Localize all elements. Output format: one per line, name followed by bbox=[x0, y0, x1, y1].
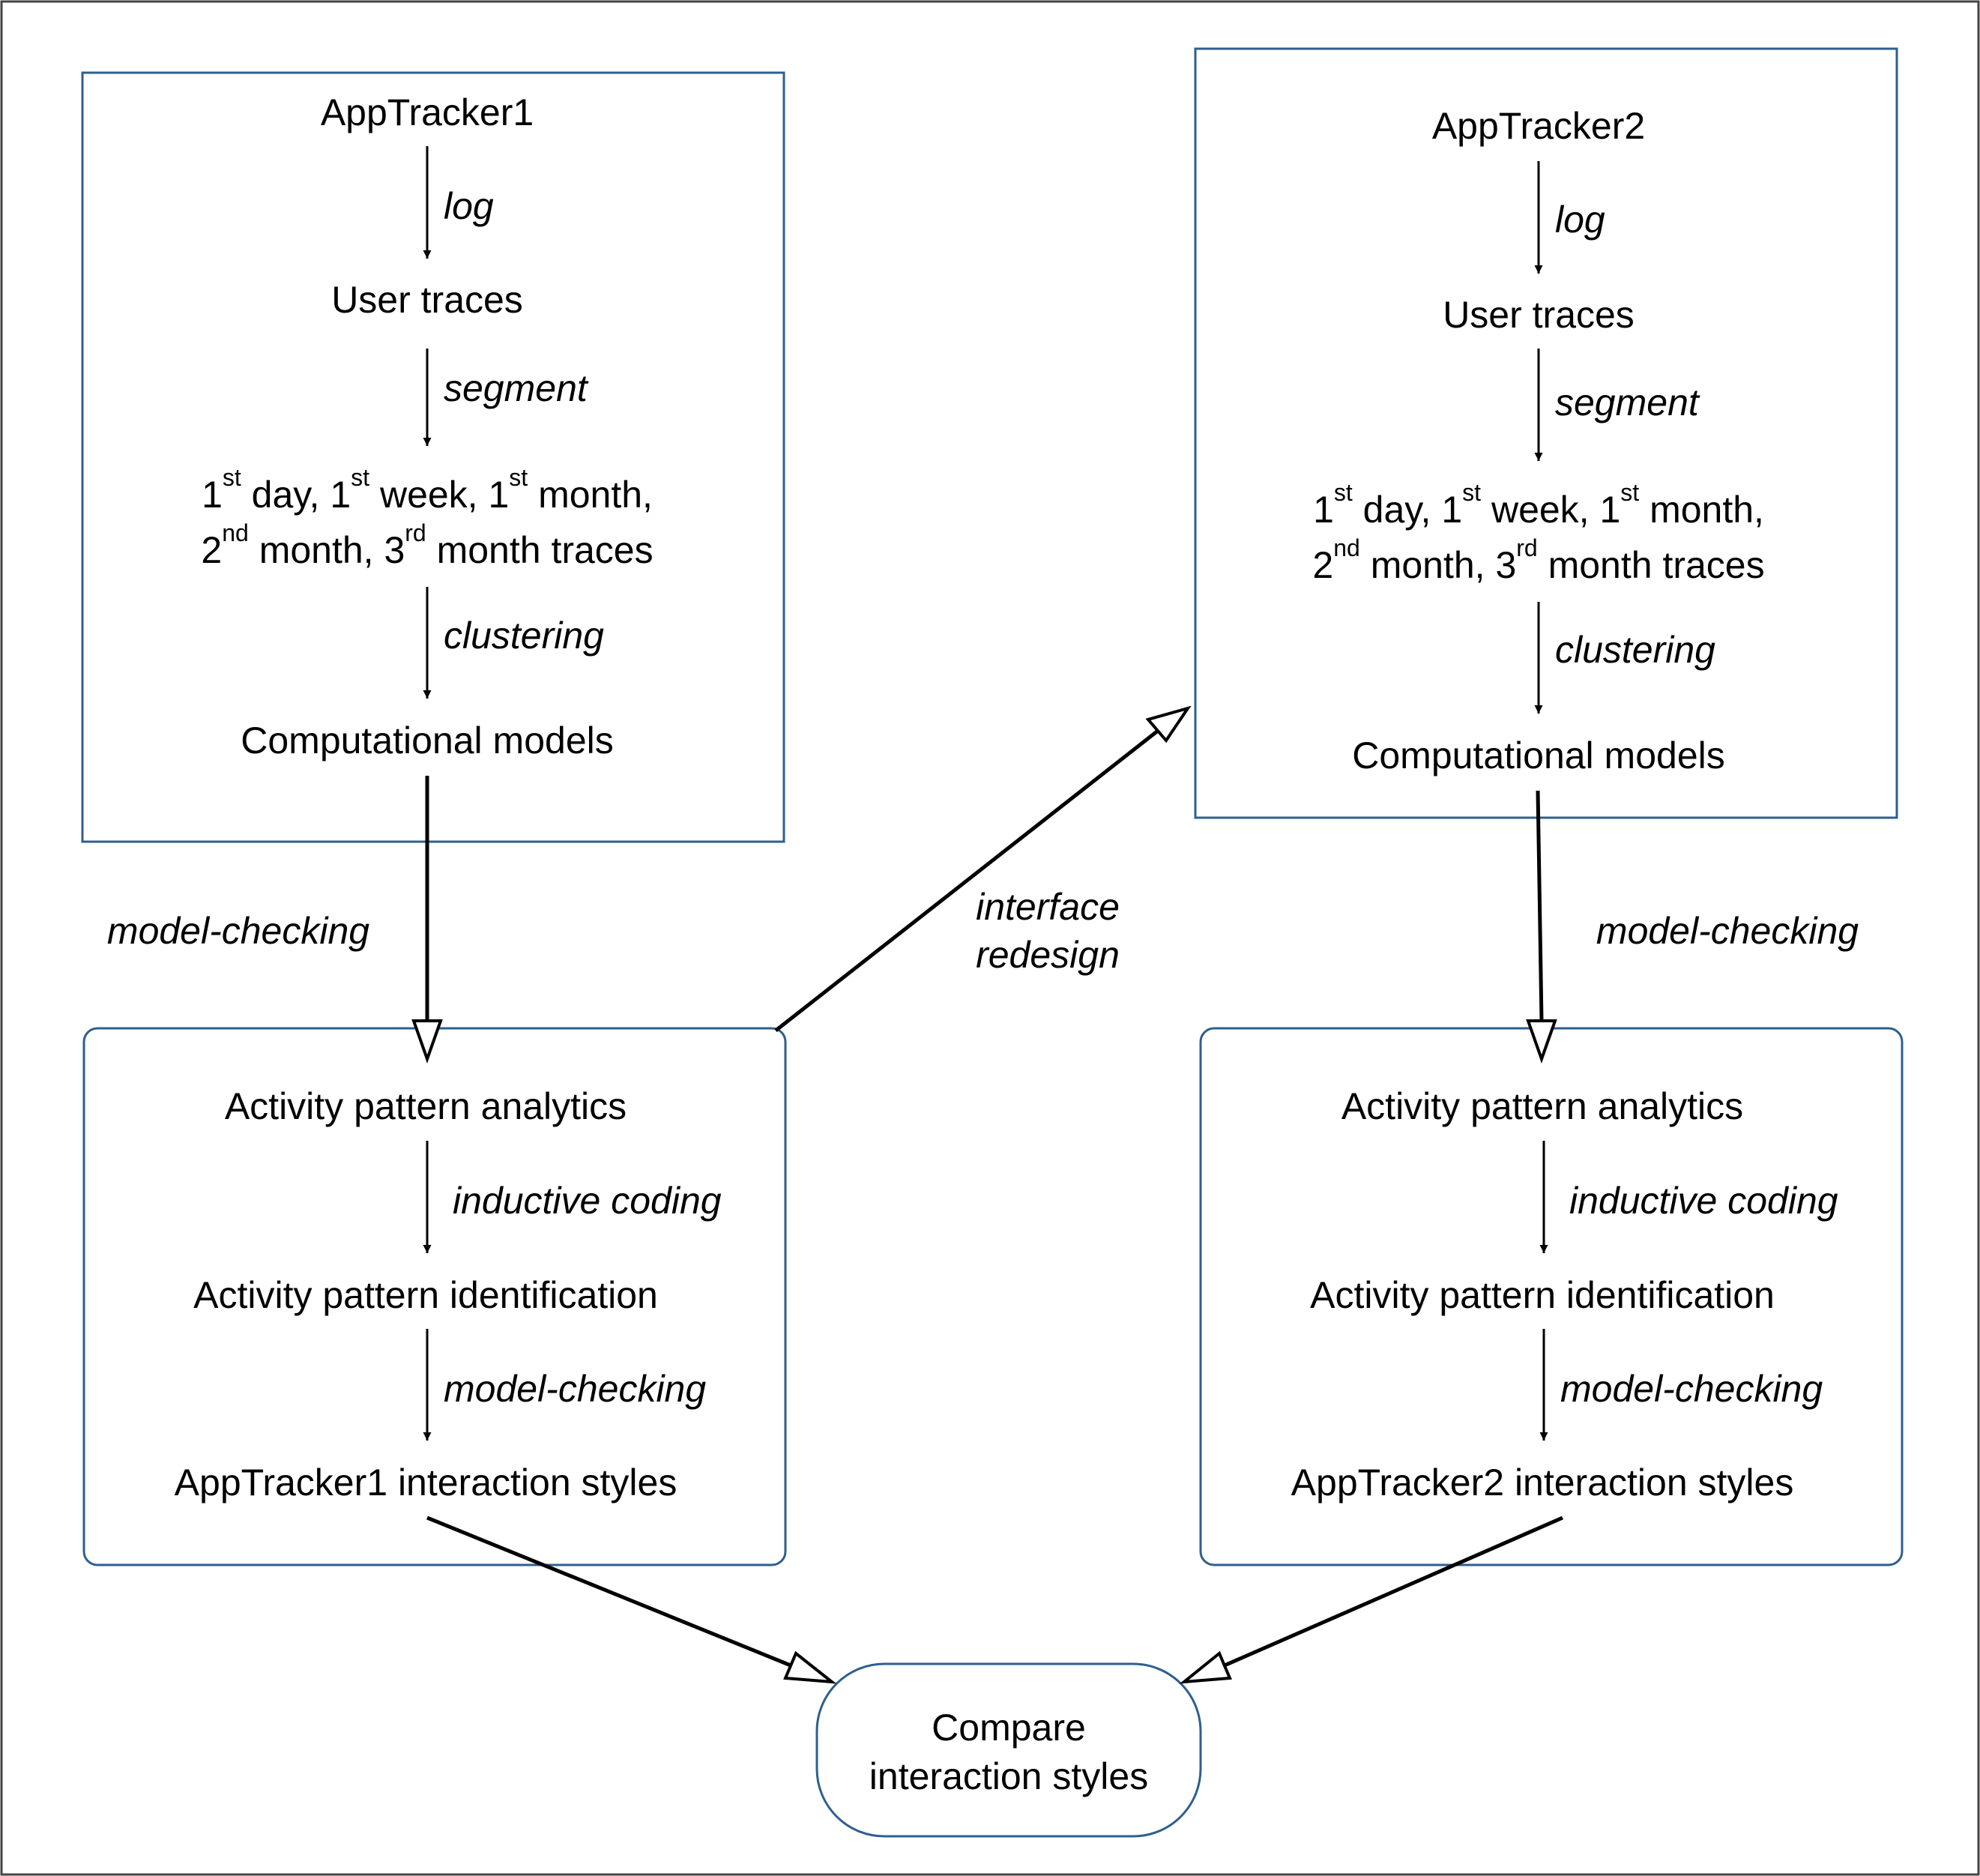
log-label-right: log bbox=[1555, 199, 1605, 241]
redesign-label-line1: interface bbox=[976, 886, 1120, 928]
inductive-coding-left: inductive coding bbox=[453, 1180, 722, 1222]
segment-traces-left: 1st day, 1st week, 1st month, 2nd month,… bbox=[201, 464, 654, 578]
arrow-model-checking-right bbox=[1526, 790, 1557, 1064]
user-traces-right: User traces bbox=[1443, 294, 1635, 336]
apptracker1-label: AppTracker1 bbox=[320, 91, 534, 133]
compare-box bbox=[815, 1662, 1202, 1838]
identification-right: Activity pattern identification bbox=[1310, 1274, 1775, 1316]
arrow-model-checking-left bbox=[411, 776, 443, 1064]
arrow-compare-right bbox=[1179, 1515, 1564, 1684]
segment-label-left: segment bbox=[444, 367, 588, 409]
arrow-interface-redesign bbox=[774, 705, 1192, 1032]
apptracker2-label: AppTracker2 bbox=[1431, 105, 1646, 147]
segment-label-right: segment bbox=[1555, 381, 1699, 423]
segment-traces-right-line2: 2nd month, 3rd month traces bbox=[1312, 534, 1765, 586]
segment-traces-left-line1: 1st day, 1st week, 1st month, bbox=[202, 464, 653, 516]
redesign-label-line2: redesign bbox=[976, 934, 1120, 976]
log-label-left: log bbox=[444, 185, 494, 227]
styles-right: AppTracker2 interaction styles bbox=[1291, 1462, 1794, 1503]
compare-line1: Compare bbox=[932, 1707, 1086, 1749]
identification-left: Activity pattern identification bbox=[193, 1274, 658, 1316]
apptracker2-box bbox=[1194, 47, 1898, 819]
inductive-coding-right: inductive coding bbox=[1569, 1180, 1838, 1222]
segment-traces-right: 1st day, 1st week, 1st month, 2nd month,… bbox=[1312, 479, 1765, 593]
arrow-compare-left bbox=[426, 1515, 837, 1684]
models-right: Computational models bbox=[1352, 735, 1725, 776]
user-traces-left: User traces bbox=[331, 279, 523, 321]
clustering-label-left: clustering bbox=[444, 615, 604, 657]
segment-traces-left-line2: 2nd month, 3rd month traces bbox=[201, 519, 654, 571]
model-checking-inner-right: model-checking bbox=[1560, 1368, 1823, 1410]
styles-left: AppTracker1 interaction styles bbox=[174, 1462, 677, 1503]
model-checking-link-left: model-checking bbox=[106, 910, 370, 952]
analytics-right: Activity pattern analytics bbox=[1341, 1085, 1744, 1127]
apptracker1-box bbox=[81, 71, 785, 843]
model-checking-inner-left: model-checking bbox=[444, 1368, 707, 1410]
analytics-left: Activity pattern analytics bbox=[224, 1085, 627, 1127]
model-checking-link-right: model-checking bbox=[1596, 910, 1859, 952]
compare-line2: interaction styles bbox=[869, 1755, 1149, 1797]
clustering-label-right: clustering bbox=[1555, 629, 1715, 671]
segment-traces-right-line1: 1st day, 1st week, 1st month, bbox=[1313, 479, 1764, 531]
models-left: Computational models bbox=[241, 720, 614, 761]
